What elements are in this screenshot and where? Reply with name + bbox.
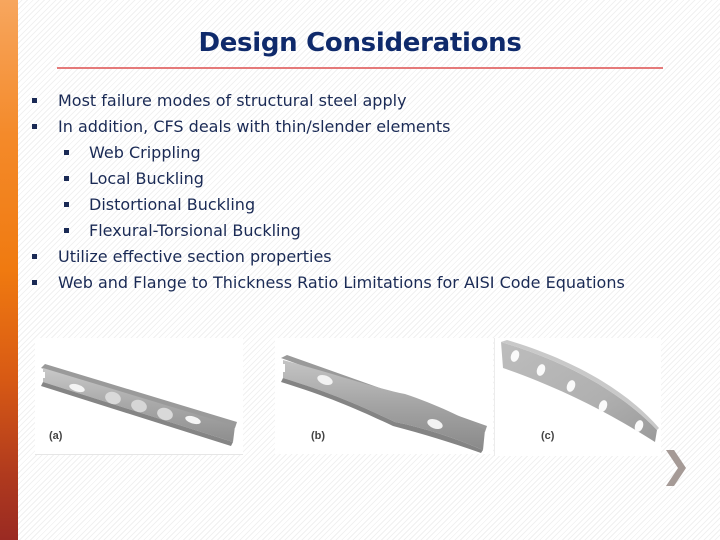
sub-bullet-item: Distortional Buckling <box>30 192 670 218</box>
side-accent-bar <box>0 0 18 540</box>
square-bullet-icon <box>64 202 69 207</box>
figure-label-a: (a) <box>49 430 63 442</box>
figure-distortional-buckling: (b) <box>275 338 493 454</box>
figure-label-b: (b) <box>311 430 326 442</box>
square-bullet-icon <box>32 254 37 259</box>
bullet-item: In addition, CFS deals with thin/slender… <box>30 114 670 140</box>
bullet-item: Utilize effective section properties <box>30 244 670 270</box>
square-bullet-icon <box>64 176 69 181</box>
channel-beam-a-illustration <box>41 364 237 446</box>
square-bullet-icon <box>32 124 37 129</box>
square-bullet-icon <box>64 228 69 233</box>
channel-beam-b-illustration <box>281 355 487 453</box>
bullet-list: Most failure modes of structural steel a… <box>30 88 670 294</box>
chevron-right-icon <box>666 450 686 486</box>
square-bullet-icon <box>32 280 37 285</box>
figure-flexural-torsional-buckling: (c) <box>494 338 661 456</box>
sub-bullet-item: Flexural-Torsional Buckling <box>30 218 670 244</box>
sub-bullet-item: Local Buckling <box>30 166 670 192</box>
sub-bullet-item: Web Crippling <box>30 140 670 166</box>
title-divider <box>57 67 663 69</box>
next-slide-button[interactable] <box>662 448 690 488</box>
square-bullet-icon <box>32 98 37 103</box>
figure-local-buckling: (a) <box>35 338 243 455</box>
bullet-item: Web and Flange to Thickness Ratio Limita… <box>30 270 670 294</box>
channel-beam-c-illustration <box>501 340 659 442</box>
bullet-item: Most failure modes of structural steel a… <box>30 88 670 114</box>
figure-label-c: (c) <box>541 430 555 442</box>
slide-title: Design Considerations <box>198 28 522 58</box>
square-bullet-icon <box>64 150 69 155</box>
